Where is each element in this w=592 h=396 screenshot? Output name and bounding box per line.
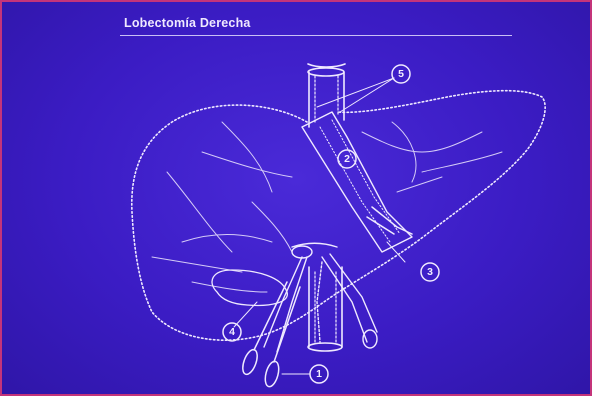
hilar-vessels	[264, 243, 377, 352]
liver-outline	[132, 91, 545, 341]
callout-1: 1	[316, 368, 322, 380]
vascular-clamps	[240, 282, 300, 388]
transection-plane	[302, 112, 412, 252]
hepatic-vessels	[152, 122, 502, 292]
callout-5: 5	[398, 68, 404, 80]
callout-3: 3	[427, 266, 433, 278]
callout-2: 2	[344, 153, 350, 165]
callout-4: 4	[229, 326, 235, 338]
vena-cava	[308, 64, 345, 351]
